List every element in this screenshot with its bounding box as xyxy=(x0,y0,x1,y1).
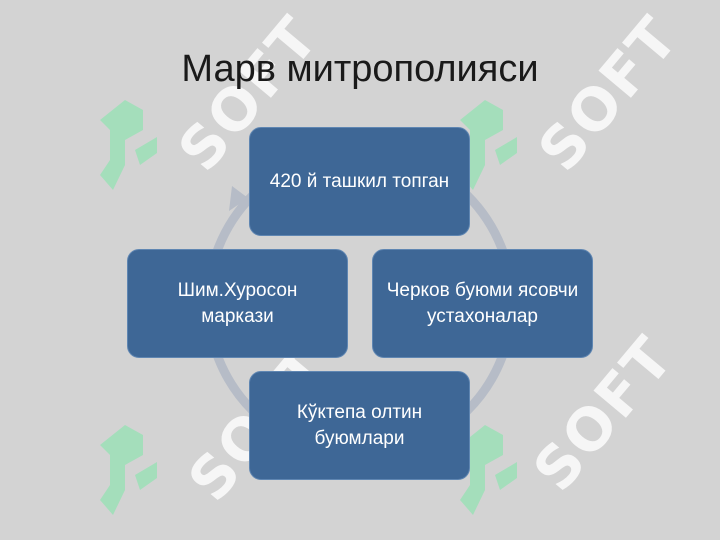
cycle-node-label: Шим.Хуросон маркази xyxy=(177,279,298,327)
watermark-logo-top-left xyxy=(100,100,157,190)
page-title: Марв митрополияси xyxy=(181,48,539,90)
cycle-node-label: 420 й ташкил топган xyxy=(269,170,450,192)
cycle-node-label: Черков буюми ясовчи устахоналар xyxy=(386,279,579,327)
watermark-logo-bottom-left xyxy=(100,425,157,515)
watermark-logo-top-right xyxy=(460,100,517,190)
cycle-node-right: Черков буюми ясовчи устахоналар xyxy=(372,249,593,358)
cycle-node-bottom: Кўктепа олтин буюмлари xyxy=(249,371,470,480)
cycle-node-label: Кўктепа олтин буюмлари xyxy=(296,401,423,449)
cycle-node-left: Шим.Хуросон маркази xyxy=(127,249,348,358)
cycle-arrow-head xyxy=(229,186,248,211)
cycle-node-top: 420 й ташкил топган xyxy=(249,127,470,236)
watermark-logo-bottom-right xyxy=(460,425,517,515)
